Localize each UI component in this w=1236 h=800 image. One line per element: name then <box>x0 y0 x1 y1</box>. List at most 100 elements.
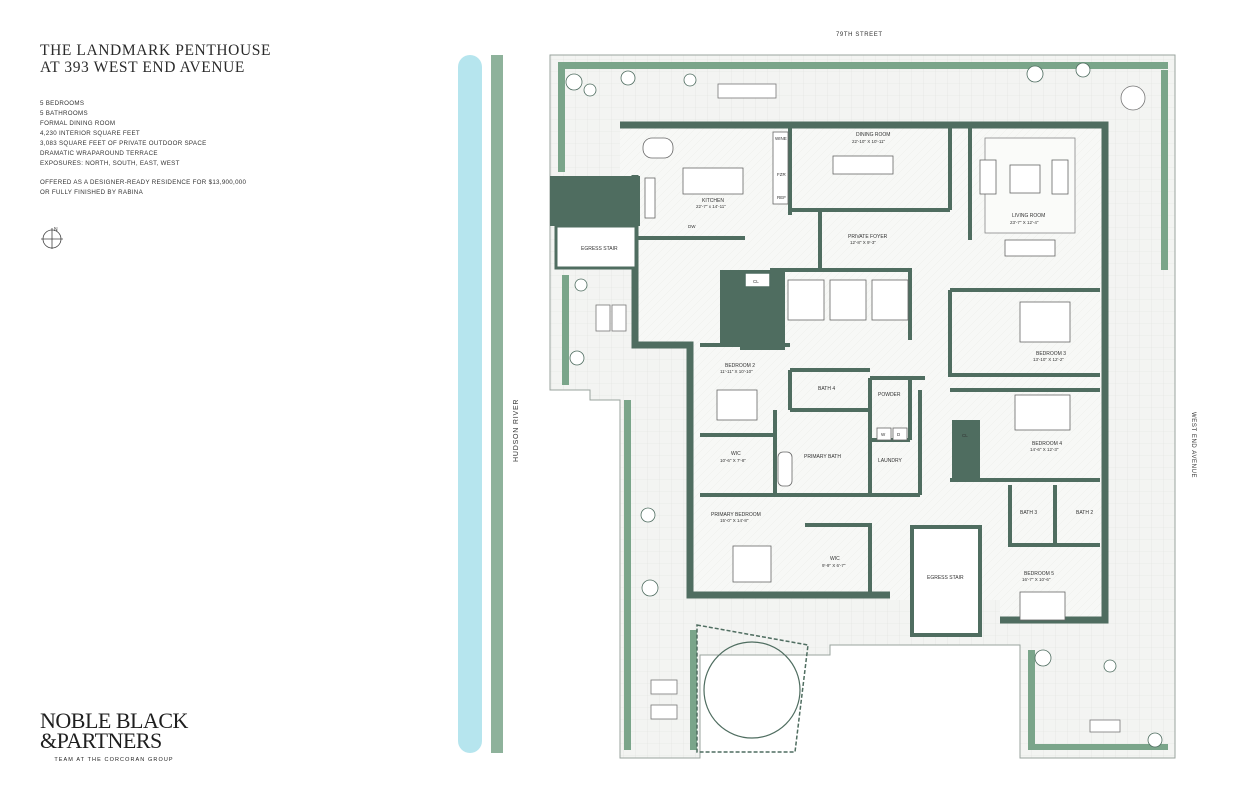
logo-subtitle: TEAM AT THE CORCORAN GROUP <box>54 757 174 763</box>
interior-partitions <box>635 125 1100 595</box>
river-planting <box>491 55 503 753</box>
planter-south <box>1028 744 1168 750</box>
bedroom3-dims: 13'-10" X 12'-2" <box>1033 357 1064 362</box>
terrace-round-table <box>1120 85 1146 111</box>
foyer-name: PRIVATE FOYER <box>848 234 888 240</box>
title-line-2: AT 393 WEST END AVENUE <box>40 59 245 76</box>
feature-item: 4,230 INTERIOR SQUARE FEET <box>40 130 140 137</box>
listing-title: THE LANDMARK PENTHOUSE AT 393 WEST END A… <box>40 42 271 76</box>
fzr-fixture-label: FZR <box>777 172 786 177</box>
terrace-dining-table <box>717 83 777 99</box>
foyer-dims: 12'-8" X 9'-3" <box>850 240 876 245</box>
bath4-name: BATH 4 <box>818 386 835 392</box>
dining-room-dims: 22'-10" X 10'-11" <box>852 139 886 144</box>
wic2-dims: 9'-9" X 6'-7" <box>822 563 846 568</box>
kitchen-island <box>682 167 744 195</box>
dryer <box>892 427 908 441</box>
planter-west-court <box>690 630 697 750</box>
living-room-name: LIVING ROOM <box>1012 213 1045 219</box>
bath3-name: BATH 3 <box>1020 510 1037 516</box>
sofa-left <box>979 159 997 195</box>
egress-stair-west <box>554 224 638 270</box>
offer-line-1: OFFERED AS A DESIGNER-READY RESIDENCE FO… <box>40 179 247 186</box>
planter-east <box>1161 70 1168 270</box>
title-line-1: THE LANDMARK PENTHOUSE <box>40 42 272 59</box>
compass-icon: N <box>41 227 63 249</box>
bedroom4-dims: 14'-6" X 12'-3" <box>1030 447 1059 452</box>
egress-stair-west-label: EGRESS STAIR <box>581 246 618 252</box>
north-street-label: 79TH STREET <box>836 32 883 38</box>
bedroom5-dims: 16'-7" X 10'-6" <box>1022 577 1051 582</box>
wic2-name: WIC <box>830 556 840 562</box>
dining-room-name: DINING ROOM <box>856 132 890 138</box>
wine-fixture-label: WINE <box>775 136 787 141</box>
closet-label: CL <box>753 279 759 284</box>
planter-west <box>562 275 569 385</box>
dw-fixture-label: DW <box>688 224 696 229</box>
kitchen-counter <box>644 177 656 219</box>
dining-table <box>832 155 894 175</box>
closet-cl-2-label: CL <box>962 433 968 438</box>
kitchen-dims: 22'-7" x 14'-11" <box>696 204 726 209</box>
compass-label: N <box>54 227 58 233</box>
stair-core-east <box>952 420 980 482</box>
lounger-3 <box>650 679 678 695</box>
terrace-dining-south <box>1089 719 1121 733</box>
primary-bath-name: PRIMARY BATH <box>804 454 841 460</box>
kitchen-appliance-column <box>772 131 789 205</box>
egress-stair-south-label: EGRESS STAIR <box>927 575 964 581</box>
lounger-1 <box>595 304 611 332</box>
planter-southeast <box>1028 650 1035 750</box>
bed-bedroom3 <box>1019 301 1071 343</box>
closet-cl-1 <box>744 272 771 288</box>
bed-primary <box>732 545 772 583</box>
brand-logo: NOBLE BLACK &PARTNERS TEAM AT THE CORCOR… <box>40 708 190 764</box>
logo-line-2: &PARTNERS <box>40 728 162 753</box>
lounger-2 <box>611 304 627 332</box>
sofa-south <box>1004 239 1056 257</box>
kitchen-name: KITCHEN <box>702 198 724 204</box>
bed-bedroom4 <box>1014 394 1071 431</box>
gallery-bench-1 <box>787 279 825 321</box>
primary-bedroom-name: PRIMARY BEDROOM <box>711 512 761 518</box>
planter-southwest <box>624 400 631 750</box>
planter-northwest <box>558 62 565 172</box>
river-label: HUDSON RIVER <box>513 399 520 462</box>
powder-name: POWDER <box>878 392 901 398</box>
gallery-bench-2 <box>829 279 867 321</box>
feature-item: 3,083 SQUARE FEET OF PRIVATE OUTDOOR SPA… <box>40 140 207 147</box>
hudson-river <box>458 55 482 753</box>
dryer-label: D <box>897 432 901 437</box>
washer <box>876 427 892 441</box>
south-terrace-outline <box>696 624 809 753</box>
bedroom5-name: BEDROOM 5 <box>1024 571 1054 577</box>
primary-bedroom-dims: 15'-0" X 14'-8" <box>720 518 749 523</box>
washer-label: W <box>881 432 886 437</box>
bedroom3-name: BEDROOM 3 <box>1036 351 1066 357</box>
ref-fixture-label: REF <box>777 195 786 200</box>
sofa-right <box>1051 159 1069 195</box>
logo-line-1: NOBLE BLACK <box>40 708 188 733</box>
west-stair-core <box>550 176 640 226</box>
bath2-name: BATH 2 <box>1076 510 1093 516</box>
bedroom2-name: BEDROOM 2 <box>725 363 755 369</box>
south-terrace-circle <box>703 641 801 739</box>
coffee-table <box>1009 164 1041 194</box>
gallery-bench-3 <box>871 279 909 321</box>
bedroom2-dims: 11'-11" X 10'-10" <box>720 369 753 374</box>
egress-stair-south <box>910 525 982 637</box>
bedroom4-name: BEDROOM 4 <box>1032 441 1062 447</box>
wic1-name: WIC <box>731 451 741 457</box>
lounger-4 <box>650 704 678 720</box>
bed-bedroom5 <box>1019 591 1066 621</box>
offer-line-2: OR FULLY FINISHED BY RABINA <box>40 189 143 196</box>
east-street-label: WEST END AVENUE <box>1190 412 1196 478</box>
kitchen-tub <box>642 137 674 159</box>
feature-item: 5 BEDROOMS <box>40 100 85 107</box>
planting-clusters <box>565 62 1163 748</box>
feature-item: EXPOSURES: NORTH, SOUTH, EAST, WEST <box>40 160 180 167</box>
bed-bedroom2 <box>716 389 758 421</box>
feature-item: 5 BATHROOMS <box>40 110 88 117</box>
feature-item: FORMAL DINING ROOM <box>40 120 116 127</box>
